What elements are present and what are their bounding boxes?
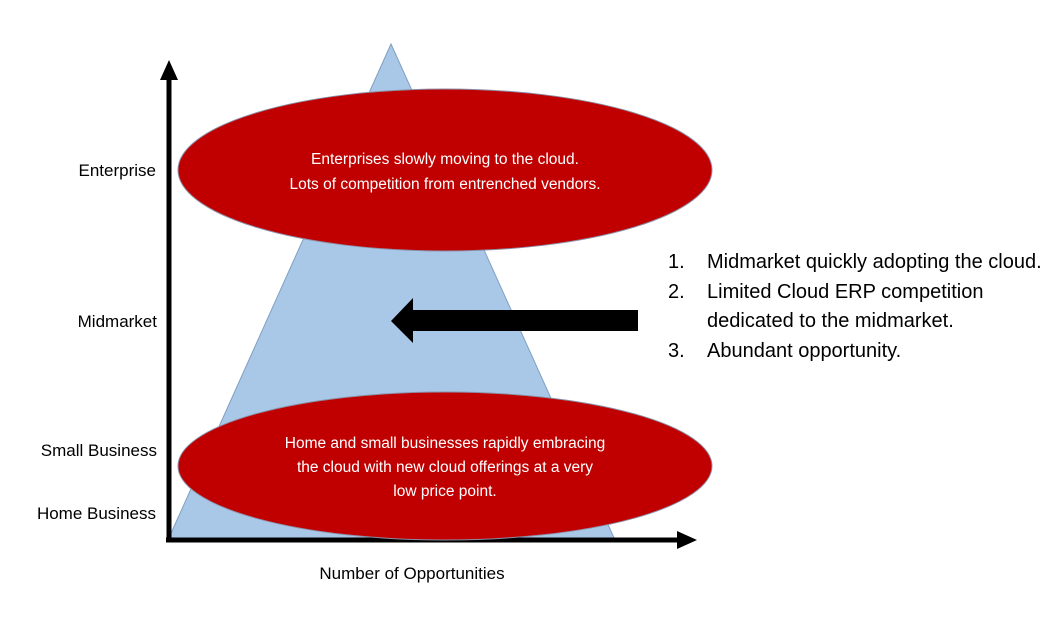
list-item-text: Limited Cloud ERP competition dedicated … <box>707 280 984 333</box>
enterprise-ellipse <box>177 88 713 252</box>
small-business-ellipse-line-2: the cloud with new cloud offerings at a … <box>297 459 593 476</box>
y-level-small-business: Small Business <box>41 441 157 460</box>
y-level-home-business: Home Business <box>37 504 156 523</box>
midmarket-pointer-arrow <box>391 298 638 343</box>
list-item: 3. Abundant opportunity. <box>668 337 1043 367</box>
y-axis-arrowhead <box>160 60 178 80</box>
y-level-enterprise: Enterprise <box>79 161 156 180</box>
enterprise-ellipse-line-1: Enterprises slowly moving to the cloud. <box>311 151 579 168</box>
list-item-text: Abundant opportunity. <box>707 339 902 362</box>
x-axis-arrowhead <box>677 531 697 549</box>
list-item: 2. Limited Cloud ERP competition dedicat… <box>668 278 1043 337</box>
x-axis-label: Number of Opportunities <box>319 564 504 583</box>
small-business-ellipse-line-3: low price point. <box>393 483 496 500</box>
list-item: 1. Midmarket quickly adopting the cloud. <box>668 248 1043 278</box>
list-item-text: Midmarket quickly adopting the cloud. <box>707 251 1042 273</box>
list-item-number: 1. <box>668 251 685 273</box>
midmarket-points-list: 1. Midmarket quickly adopting the cloud.… <box>668 248 1043 366</box>
y-level-midmarket: Midmarket <box>78 312 158 331</box>
small-business-ellipse <box>177 391 713 541</box>
enterprise-ellipse-line-2: Lots of competition from entrenched vend… <box>289 176 600 193</box>
list-item-number: 3. <box>668 339 685 362</box>
small-business-ellipse-line-1: Home and small businesses rapidly embrac… <box>285 435 605 452</box>
list-item-number: 2. <box>668 280 685 303</box>
